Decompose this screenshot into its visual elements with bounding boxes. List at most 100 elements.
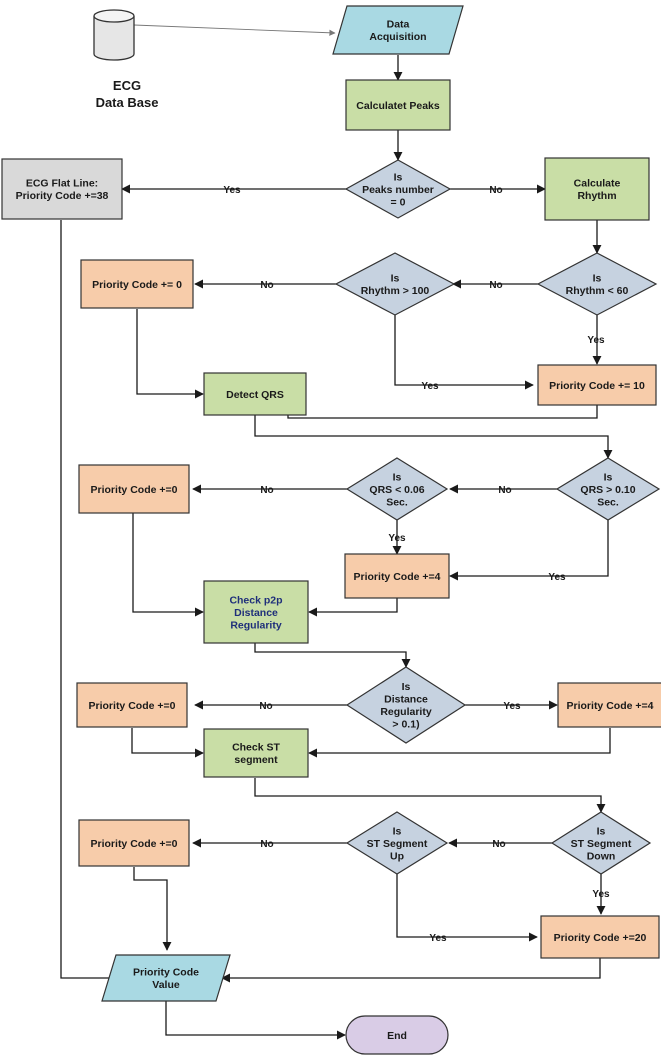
edge-stup-yes — [396, 873, 538, 942]
node-shape — [540, 915, 660, 959]
database-label-line2: Data Base — [96, 95, 159, 110]
node-shape — [557, 682, 661, 728]
node-label-line: Down — [587, 850, 616, 862]
node-shape — [203, 728, 309, 778]
node-pc-0-b: Priority Code +=0 — [78, 464, 190, 514]
node-shape — [344, 159, 452, 219]
edge-value-to-end — [165, 1001, 346, 1040]
node-label-line: Priority Code +=0 — [91, 838, 178, 850]
label-no: No — [489, 185, 502, 196]
node-shape — [345, 666, 467, 744]
node-pc-0-c: Priority Code +=0 — [76, 682, 188, 728]
label-no: No — [260, 485, 273, 496]
node-label-line: Distance — [384, 694, 428, 706]
node-label-line: Up — [390, 850, 404, 862]
edge-st-to-decision — [254, 778, 606, 813]
node-shape — [544, 157, 650, 221]
node-label-line: ST Segment — [571, 838, 632, 850]
node-label-line: Distance — [234, 607, 278, 619]
node-label-line: Priority Code +=20 — [554, 932, 647, 944]
node-label-line: Check p2p — [229, 594, 282, 606]
node-label-line: Regularity — [380, 706, 432, 718]
node-label-line: Is — [391, 273, 400, 285]
node-shape — [536, 252, 658, 316]
node-label-line: Is — [604, 471, 613, 483]
node-shape — [203, 580, 309, 644]
edge-flat-to-value — [60, 220, 119, 983]
node-shape — [332, 5, 464, 55]
connectors — [60, 24, 613, 1040]
node-label-line: Sec. — [386, 496, 408, 508]
node-pc-0-a: Priority Code += 0 — [80, 259, 194, 309]
node-shape — [78, 819, 190, 867]
edge-p2p-to-decision — [254, 643, 411, 668]
node-label-line: QRS < 0.06 — [369, 484, 424, 496]
node-label-line: Detect QRS — [226, 389, 284, 401]
node-label-line: Priority Code +=0 — [91, 484, 178, 496]
label-yes: Yes — [429, 933, 447, 944]
node-label-line: Priority Code +=0 — [89, 700, 176, 712]
edge-labels: Yes No No No Yes Yes No No Yes Yes No Ye… — [223, 185, 610, 944]
node-pc-0-d: Priority Code +=0 — [78, 819, 190, 867]
node-label-line: QRS > 0.10 — [580, 484, 635, 496]
node-label-line: Priority Code += 0 — [92, 279, 182, 291]
node-detect-qrs: Detect QRS — [203, 372, 307, 416]
label-no: No — [260, 839, 273, 850]
node-shape — [537, 364, 657, 406]
edge-pc20-to-value — [221, 958, 601, 983]
edge-db-to-acq — [133, 24, 336, 36]
label-yes: Yes — [421, 381, 439, 392]
edge-qrs010-yes — [449, 520, 609, 581]
label-yes: Yes — [223, 185, 241, 196]
edge-qrs-to-decision — [254, 414, 613, 459]
node-label-line: Is — [593, 273, 602, 285]
node-shape — [334, 252, 456, 316]
node-calc-peaks: Calculatet Peaks — [345, 79, 451, 131]
label-yes: Yes — [503, 701, 521, 712]
node-label-line: Priority Code +=4 — [354, 571, 441, 583]
label-no: No — [492, 839, 505, 850]
node-label-line: Check ST — [232, 742, 280, 754]
node-shape — [555, 457, 661, 521]
node-label-line: Is — [393, 825, 402, 837]
node-shape — [78, 464, 190, 514]
node-label-line: Rhythm < 60 — [566, 285, 629, 297]
node-flat-line: ECG Flat Line:Priority Code +=38 — [1, 158, 123, 220]
node-end: End — [345, 1015, 449, 1055]
edge-pc0c-to-st — [131, 728, 204, 758]
node-label-line: Rhythm — [577, 190, 616, 202]
node-shape — [550, 811, 652, 875]
node-shape — [345, 811, 449, 875]
node-label-line: = 0 — [391, 196, 406, 208]
node-pc-20: Priority Code +=20 — [540, 915, 660, 959]
label-yes: Yes — [592, 889, 610, 900]
node-pc-10: Priority Code += 10 — [537, 364, 657, 406]
node-label-line: Regularity — [230, 619, 282, 631]
node-shape — [76, 682, 188, 728]
node-label-line: > 0.1) — [392, 719, 419, 731]
edge-rhythm100-yes — [394, 315, 534, 390]
node-label-line: Is — [597, 825, 606, 837]
node-label-line: End — [387, 1030, 407, 1042]
node-shape — [344, 553, 450, 599]
database-label-line1: ECG — [113, 78, 141, 93]
label-yes: Yes — [587, 335, 605, 346]
node-label-line: Priority Code +=4 — [567, 700, 654, 712]
node-label-line: Data — [387, 19, 410, 31]
node-label-line: Calculatet Peaks — [356, 100, 440, 112]
node-label-line: segment — [234, 754, 278, 766]
node-shape — [203, 372, 307, 416]
label-no: No — [260, 280, 273, 291]
node-label-line: Calculate — [574, 178, 621, 190]
